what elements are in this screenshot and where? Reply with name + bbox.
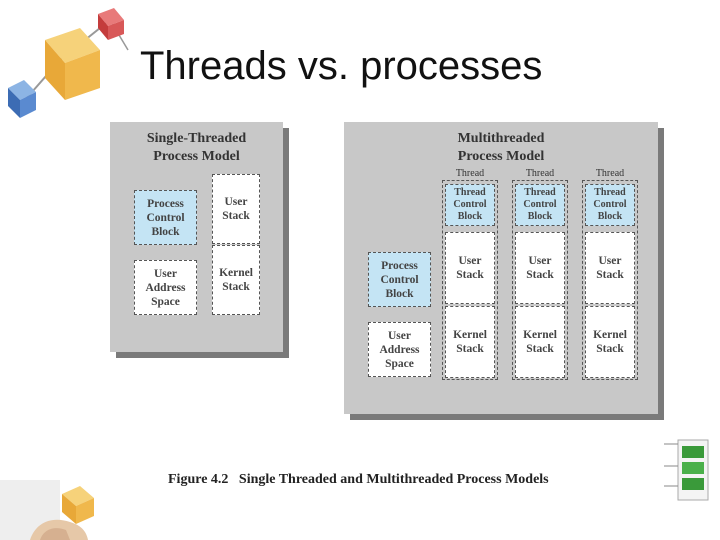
thread-kernel-stack-3: Kernel Stack: [585, 306, 635, 378]
multithreaded-panel: Multithreaded Process Model Thread Threa…: [344, 122, 658, 414]
slide-title: Threads vs. processes: [140, 44, 542, 89]
cube-molecule-icon: [0, 0, 135, 130]
thread-label-3: Thread: [580, 168, 640, 179]
thread-kernel-stack-2: Kernel Stack: [515, 306, 565, 378]
thread-control-block-2: Thread Control Block: [515, 184, 565, 226]
figure-number: Figure 4.2: [168, 472, 228, 487]
hand-with-cube-icon: [0, 470, 110, 540]
single-user-stack: User Stack: [212, 174, 260, 244]
thread-user-stack-1: User Stack: [445, 232, 495, 304]
thread-kernel-stack-1: Kernel Stack: [445, 306, 495, 378]
single-user-address-space: User Address Space: [134, 260, 197, 315]
multithreaded-title: Multithreaded Process Model: [344, 130, 658, 166]
thread-control-block-3: Thread Control Block: [585, 184, 635, 226]
figure-caption: Figure 4.2 Single Threaded and Multithre…: [168, 472, 549, 488]
thread-user-stack-3: User Stack: [585, 232, 635, 304]
single-process-control-block: Process Control Block: [134, 190, 197, 245]
thread-control-block-1: Thread Control Block: [445, 184, 495, 226]
multi-process-control-block: Process Control Block: [368, 252, 431, 307]
thread-label-1: Thread: [440, 168, 500, 179]
thread-label-2: Thread: [510, 168, 570, 179]
single-threaded-title: Single-Threaded Process Model: [110, 130, 283, 166]
thread-user-stack-2: User Stack: [515, 232, 565, 304]
single-kernel-stack: Kernel Stack: [212, 245, 260, 315]
multi-user-address-space: User Address Space: [368, 322, 431, 377]
filmstrip-doc-icon: [664, 436, 720, 504]
single-threaded-panel: Single-Threaded Process Model Process Co…: [110, 122, 283, 352]
figure-caption-text: Single Threaded and Multithreaded Proces…: [239, 472, 549, 487]
